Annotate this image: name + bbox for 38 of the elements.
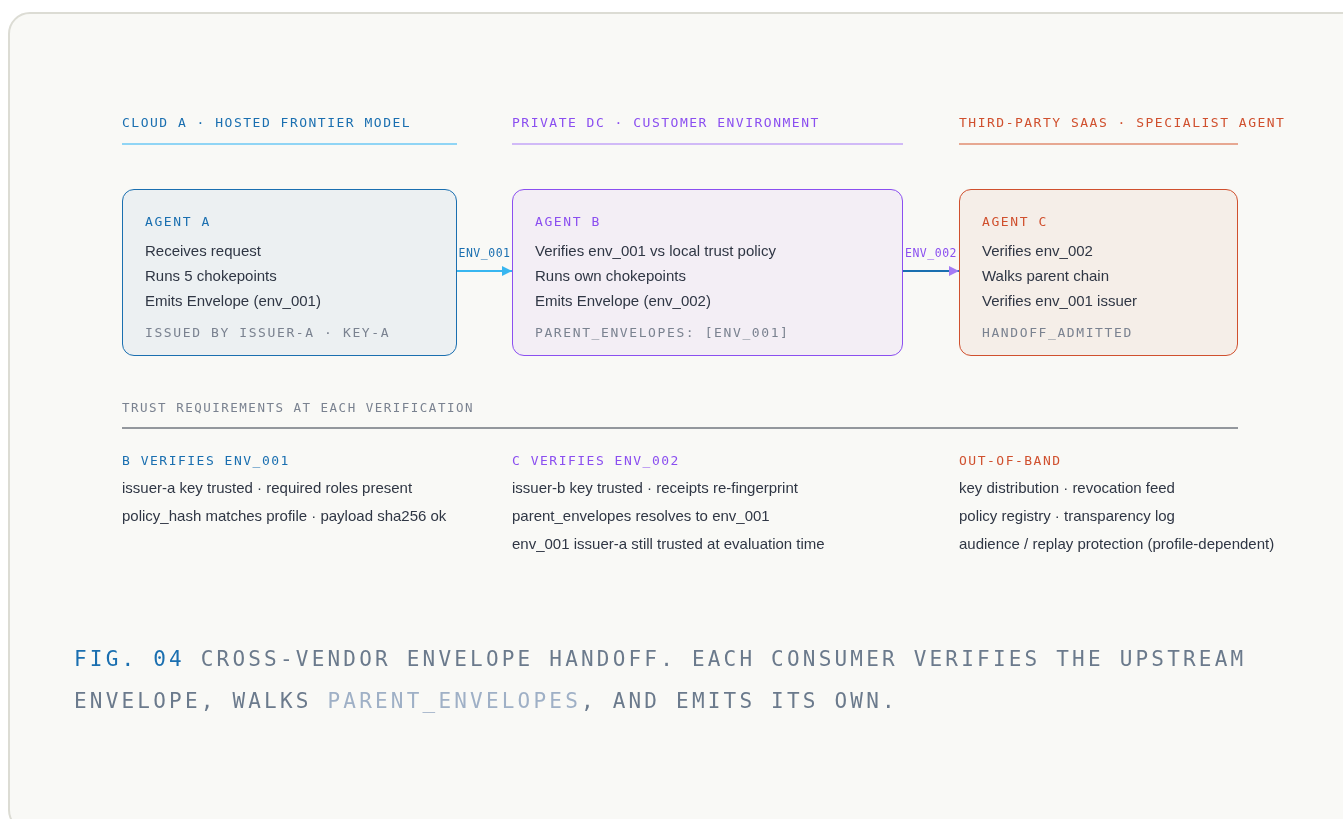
step-text: Verifies env_002 [982, 242, 1093, 259]
agent-card [959, 189, 1238, 356]
requirement-text: issuer-b key trusted · receipts re-fingerprint [512, 479, 798, 496]
step-text: Emits Envelope (env_001) [145, 292, 321, 309]
footer-note: HANDOFF_ADMITTED [982, 325, 1133, 340]
step-text: Walks parent chain [982, 267, 1109, 284]
step-text: Runs 5 chokepoints [145, 267, 277, 284]
agent-card [512, 189, 903, 356]
agent-title: AGENT A [145, 214, 211, 229]
step-text: Verifies env_001 vs local trust policy [535, 242, 776, 259]
step-text: Verifies env_001 issuer [982, 292, 1138, 309]
arrow [456, 266, 513, 276]
figure-caption: FIG. 04 CROSS-VENDOR ENVELOPE HANDOFF. EACH CONSUMER VERIFIES THE UPSTREAM ENVELOPE, WALKS PARENT_ENVELOPES, AND EMITS ITS OWN. [74, 646, 1248, 715]
column-heading: OUT-OF-BAND [959, 453, 1062, 468]
section-heading: TRUST REQUIREMENTS AT EACH VERIFICATION [122, 400, 474, 415]
requirement-text: issuer-a key trusted · required roles present [122, 479, 413, 496]
footer-note: PARENT_ENVELOPES: [ENV_001] [535, 325, 790, 340]
requirement-text: audience / replay protection (profile-dependent) [959, 535, 1275, 552]
step-text: Runs own chokepoints [535, 267, 686, 284]
zone-heading: PRIVATE DC · CUSTOMER ENVIRONMENT [512, 115, 820, 130]
zone-heading: THIRD-PARTY SAAS · SPECIALIST AGENT [959, 115, 1286, 130]
edge-label: ENV_001 [458, 246, 511, 260]
agent-title: AGENT B [535, 214, 601, 229]
step-text: Emits Envelope (env_002) [535, 292, 711, 309]
requirement-text: policy registry · transparency log [959, 507, 1175, 524]
footer-note: ISSUED BY ISSUER-A · KEY-A [145, 325, 391, 340]
arrow [902, 266, 960, 276]
step-text: Receives request [145, 242, 261, 259]
column-heading: C VERIFIES ENV_002 [512, 453, 680, 468]
requirement-text: env_001 issuer-a still trusted at evaluation time [512, 535, 825, 552]
agent-title: AGENT C [982, 214, 1048, 229]
agent-card [122, 189, 457, 356]
requirement-text: policy_hash matches profile · payload sha256 ok [122, 507, 447, 524]
requirement-text: key distribution · revocation feed [959, 479, 1175, 496]
requirement-text: parent_envelopes resolves to env_001 [512, 507, 770, 524]
edge-label: ENV_002 [905, 246, 957, 260]
column-heading: B VERIFIES ENV_001 [122, 453, 290, 468]
zone-heading: CLOUD A · HOSTED FRONTIER MODEL [122, 115, 412, 130]
